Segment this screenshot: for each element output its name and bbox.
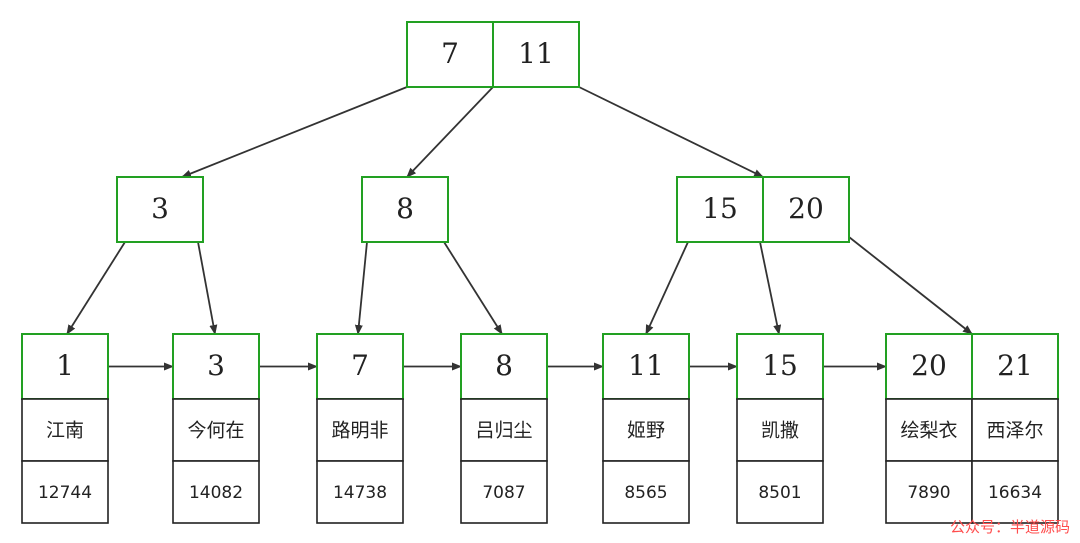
internal-key-8-label: 8 — [396, 192, 414, 225]
root-key-7-label: 7 — [441, 37, 459, 70]
leaf-key-1-box — [21, 333, 109, 400]
leaf-name-cell — [460, 398, 548, 462]
leaf-value-cell — [172, 460, 260, 524]
leaf-name-cell — [602, 398, 690, 462]
leaf-key-20-label: 20 — [911, 349, 947, 382]
leaf-value: 14082 — [189, 483, 243, 503]
leaf-value-cell — [21, 460, 109, 524]
leaf-key-21-box — [971, 333, 1059, 400]
leaf-name: 凯撒 — [761, 420, 799, 442]
internal-key-20-box — [762, 176, 850, 243]
leaf-value-cell — [736, 460, 824, 524]
leaf-name: 今何在 — [187, 420, 244, 442]
leaf-key-15-label: 15 — [762, 349, 798, 382]
tree-nodes: 7 11 3 8 15 20 1 江南 12744 3 今何在 14082 7 路明非 14738 8 吕归尘 7… — [21, 21, 1059, 524]
internal-key-3-box — [116, 176, 204, 243]
leaf-key-3-box — [172, 333, 260, 400]
leaf-name-cell — [172, 398, 260, 462]
edge-root-to-node-3 — [181, 86, 408, 178]
edge-root-to-node-15-20 — [578, 86, 764, 178]
leaf-name: 吕归尘 — [475, 420, 532, 442]
leaf-value: 7087 — [482, 483, 525, 503]
leaf-name: 江南 — [46, 420, 84, 442]
edge-node-3-to-leaf-1 — [66, 241, 126, 335]
internal-key-15-label: 15 — [702, 192, 738, 225]
edge-node-15-to-leaf-15 — [759, 241, 782, 335]
leaf-key-7-label: 7 — [351, 349, 369, 382]
leaf-value: 8501 — [758, 483, 801, 503]
leaf-name: 西泽尔 — [986, 420, 1043, 442]
leaf-value-cell — [971, 460, 1059, 524]
tree-edges — [66, 86, 973, 335]
watermark: 公众号：半道源码 — [949, 518, 1070, 536]
leaf-value: 16634 — [988, 483, 1042, 503]
edge-node-3-to-leaf-3 — [197, 241, 218, 335]
leaf-key-7-box — [316, 333, 404, 400]
leaf-name-cell — [971, 398, 1059, 462]
leaf-value: 7890 — [907, 483, 950, 503]
internal-key-3-label: 3 — [151, 192, 169, 225]
leaf-value-cell — [316, 460, 404, 524]
leaf-value: 14738 — [333, 483, 387, 503]
leaf-value: 12744 — [38, 483, 92, 503]
leaf-name-cell — [885, 398, 973, 462]
leaf-name: 绘梨衣 — [900, 420, 957, 442]
internal-key-15-box — [676, 176, 764, 243]
root-key-11-label: 11 — [518, 37, 554, 70]
leaf-value-cell — [602, 460, 690, 524]
edge-node-8-to-leaf-7 — [354, 241, 368, 335]
root-key-11-box — [492, 21, 580, 88]
leaf-key-21-label: 21 — [997, 349, 1033, 382]
internal-key-20-label: 20 — [788, 192, 824, 225]
leaf-key-1-label: 1 — [56, 349, 74, 382]
leaf-value-cell — [460, 460, 548, 524]
leaf-key-8-box — [460, 333, 548, 400]
leaf-name: 姬野 — [627, 420, 665, 442]
leaf-key-15-box — [736, 333, 824, 400]
leaf-name-cell — [316, 398, 404, 462]
leaf-value-cell — [885, 460, 973, 524]
edge-node-8-to-leaf-8 — [443, 241, 503, 335]
leaf-value: 8565 — [624, 483, 667, 503]
leaf-key-11-label: 11 — [628, 349, 664, 382]
edge-root-to-node-8 — [406, 86, 494, 178]
edge-node-20-to-leaf-20 — [848, 236, 973, 335]
leaf-name-cell — [736, 398, 824, 462]
leaf-key-8-label: 8 — [495, 349, 513, 382]
internal-key-8-box — [361, 176, 449, 243]
leaf-name: 路明非 — [331, 420, 388, 442]
leaf-key-3-label: 3 — [207, 349, 225, 382]
root-key-7-box — [406, 21, 494, 88]
edge-node-15-to-leaf-11 — [645, 241, 689, 335]
